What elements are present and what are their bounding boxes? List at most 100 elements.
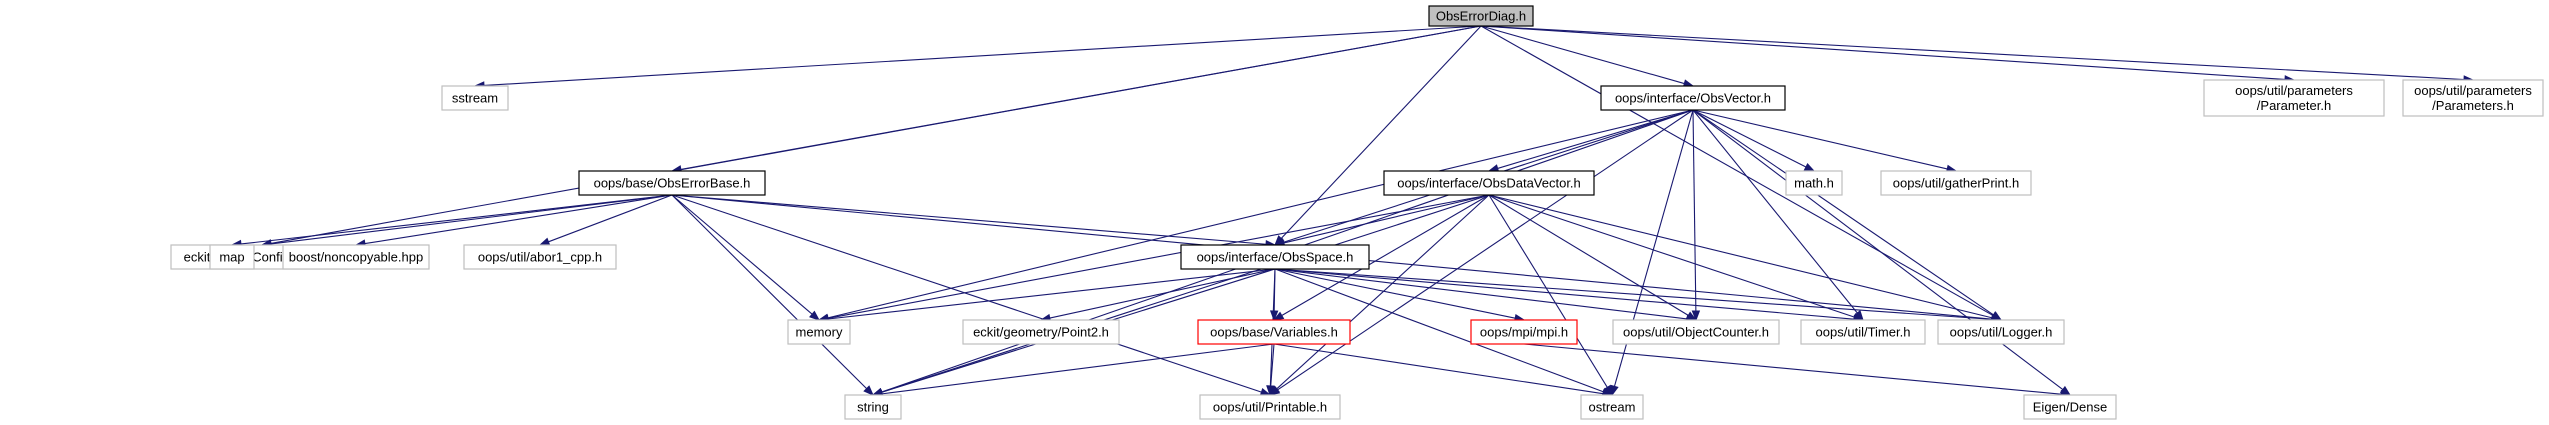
- edge-line: [680, 25, 1482, 170]
- node-box: [1600, 85, 1786, 111]
- node-label: oops/util/abor1_cpp.h: [478, 250, 602, 265]
- edge-line: [1280, 25, 1482, 239]
- node-label: Eigen/Dense: [2033, 400, 2107, 415]
- edge-line: [827, 268, 1276, 320]
- edge-line: [483, 25, 1482, 87]
- edge-line: [881, 343, 1275, 395]
- nodes-layer: ObsErrorDiag.hsstreameckit/config/Config…: [170, 5, 2544, 420]
- node-parameters: oops/util/parameters/Parameters.h: [2402, 79, 2544, 117]
- edge-line: [1692, 109, 1858, 314]
- node-label: eckit/geometry/Point2.h: [973, 325, 1109, 340]
- edge-line: [1276, 194, 1490, 390]
- node-mpi[interactable]: oops/mpi/mpi.h: [1470, 319, 1578, 345]
- edge-variables-to-ostream: [1273, 343, 1614, 398]
- node-memory: memory: [787, 319, 851, 345]
- edge-line: [240, 194, 673, 245]
- edge-arrowhead: [863, 385, 874, 396]
- edge-obserrordiag-to-sstream: [473, 25, 1482, 90]
- node-label: /Parameters.h: [2432, 98, 2514, 113]
- edge-line: [1480, 25, 1994, 317]
- node-label: ObsErrorDiag.h: [1436, 9, 1526, 24]
- edge-obserrordiag-to-obserrorbase: [670, 25, 1482, 174]
- edge-line: [1488, 194, 1855, 318]
- edge-arrowhead: [538, 237, 551, 246]
- edge-line: [671, 194, 813, 315]
- edge-variables-to-string: [871, 343, 1275, 398]
- node-point2: eckit/geometry/Point2.h: [962, 319, 1120, 345]
- node-box: [1383, 170, 1595, 196]
- edge-obserrordiag-to-obsvector: [1480, 25, 1695, 88]
- edge-line: [1480, 25, 1685, 85]
- edge-obsvector-to-objectcounter: [1691, 109, 1701, 322]
- edge-line: [1274, 268, 1855, 320]
- node-variables[interactable]: oops/base/Variables.h: [1197, 319, 1351, 345]
- node-box: [282, 244, 430, 270]
- edge-line: [671, 194, 1267, 245]
- node-box: [578, 170, 766, 196]
- edge-line: [1692, 109, 1807, 168]
- node-ostream: ostream: [1580, 394, 1644, 420]
- node-string: string: [844, 394, 902, 420]
- edge-obsvector-to-timer: [1692, 109, 1864, 322]
- node-mathh: math.h: [1785, 170, 1843, 196]
- edge-line: [1523, 343, 2062, 395]
- node-box: [1180, 244, 1370, 270]
- node-obsspace[interactable]: oops/interface/ObsSpace.h: [1180, 244, 1370, 270]
- node-printable: oops/util/Printable.h: [1199, 394, 1341, 420]
- node-sstream: sstream: [441, 85, 509, 111]
- node-label: ostream: [1589, 400, 1636, 415]
- edge-line: [671, 194, 1262, 393]
- node-label: oops/util/Logger.h: [1950, 325, 2053, 340]
- node-box: [1612, 319, 1780, 345]
- node-box: [209, 244, 255, 270]
- edge-obserrordiag-to-parameter: [1480, 25, 2296, 84]
- node-label: oops/mpi/mpi.h: [1480, 325, 1568, 340]
- edge-obsdatavector-to-ostream: [1488, 194, 1613, 397]
- edge-line: [1283, 194, 1490, 244]
- node-obsvector[interactable]: oops/interface/ObsVector.h: [1600, 85, 1786, 111]
- edge-line: [1270, 343, 1275, 387]
- edges-layer: [230, 25, 2475, 399]
- node-label: string: [857, 400, 889, 415]
- node-obsdatavector[interactable]: oops/interface/ObsDataVector.h: [1383, 170, 1595, 196]
- node-box: [2203, 79, 2385, 117]
- edge-obserrorbase-to-string: [671, 194, 874, 396]
- node-label: /Parameter.h: [2257, 98, 2331, 113]
- node-box: [844, 394, 902, 420]
- edge-variables-to-printable: [1266, 343, 1275, 397]
- edge-line: [1274, 268, 1688, 320]
- edge-arrowhead: [809, 310, 821, 321]
- node-box: [1428, 5, 1534, 27]
- edge-arrowhead: [1803, 162, 1816, 172]
- edge-line: [1049, 268, 1276, 319]
- edge-arrowhead: [1691, 310, 1701, 322]
- edge-obserrorbase-to-obsspace: [671, 194, 1277, 249]
- node-label: oops/util/parameters: [2414, 83, 2532, 98]
- node-label: math.h: [1794, 176, 1834, 191]
- edge-line: [1274, 268, 1993, 320]
- edge-obserrorbase-to-memory: [671, 194, 821, 321]
- node-box: [463, 244, 617, 270]
- edge-line: [1692, 109, 2064, 391]
- edge-line: [270, 194, 673, 245]
- node-label: oops/util/gatherPrint.h: [1893, 176, 2019, 191]
- edge-obsspace-to-point2: [1039, 268, 1276, 323]
- node-label: oops/util/parameters: [2235, 83, 2353, 98]
- node-box: [441, 85, 509, 111]
- node-box: [1197, 319, 1351, 345]
- edge-obserrorbase-to-configuration: [260, 194, 673, 249]
- node-parameter: oops/util/parameters/Parameter.h: [2203, 79, 2385, 117]
- node-label: oops/base/Variables.h: [1210, 325, 1338, 340]
- edge-obsdatavector-to-printable: [1268, 194, 1490, 396]
- node-obserrorbase[interactable]: oops/base/ObsErrorBase.h: [578, 170, 766, 196]
- edge-obsdatavector-to-variables: [1272, 194, 1490, 321]
- edge-line: [1273, 343, 1604, 395]
- node-label: memory: [796, 325, 843, 340]
- node-box: [1199, 394, 1341, 420]
- node-obserrordiag[interactable]: ObsErrorDiag.h: [1428, 5, 1534, 27]
- edge-line: [1281, 194, 1490, 316]
- edge-obsspace-to-timer: [1274, 268, 1865, 324]
- edge-line: [881, 194, 1490, 393]
- edge-arrowhead: [1266, 385, 1275, 397]
